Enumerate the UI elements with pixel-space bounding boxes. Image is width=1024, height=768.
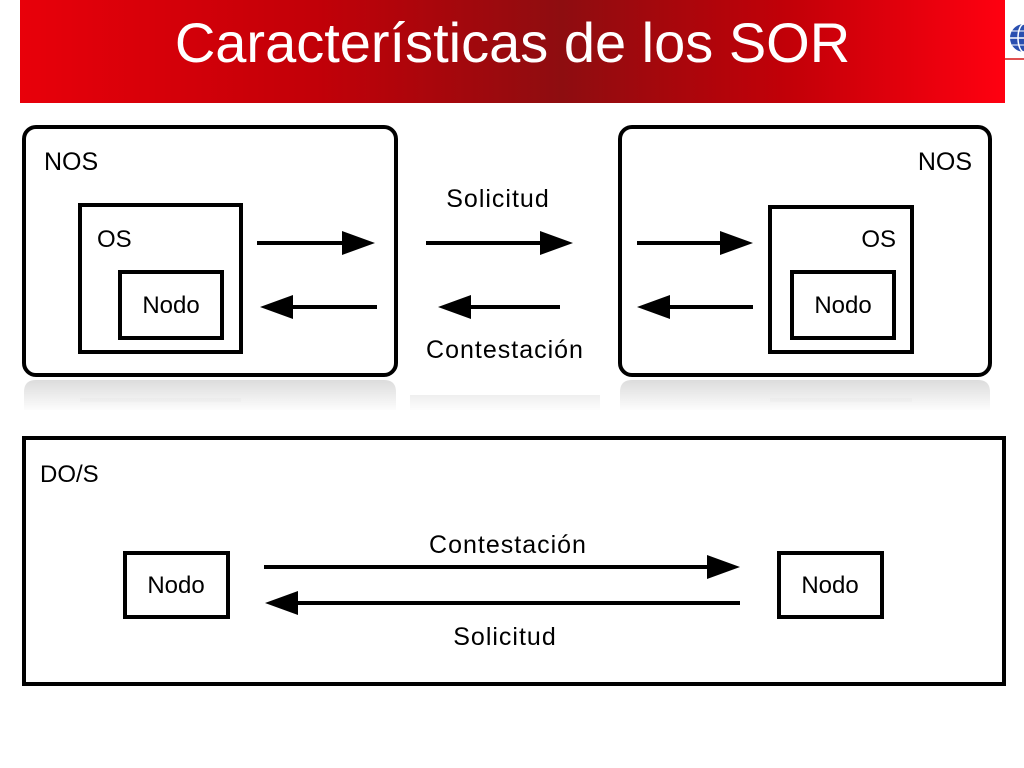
left-nos-label: NOS bbox=[44, 148, 98, 176]
arrowhead-right-icon bbox=[342, 231, 375, 255]
logo-underline bbox=[1005, 58, 1024, 60]
left-node-box bbox=[118, 270, 224, 340]
reflection-fade bbox=[0, 380, 1024, 412]
arrowhead-left-icon bbox=[438, 295, 471, 319]
left-node-label: Nodo bbox=[142, 292, 199, 319]
right-os-label: OS bbox=[861, 226, 896, 253]
dos-top-arrow bbox=[264, 555, 740, 579]
dos-top-arrow-label: Contestación bbox=[429, 531, 587, 559]
slide-title: Características de los SOR bbox=[174, 11, 851, 74]
dos-diagram: DO/S Nodo Nodo Contestación Solicitud bbox=[22, 436, 1006, 686]
dos-right-node-label: Nodo bbox=[801, 572, 858, 599]
arrowhead-right-icon bbox=[707, 555, 740, 579]
left-os-label: OS bbox=[97, 226, 132, 253]
dos-bottom-arrow bbox=[265, 591, 740, 615]
dos-bottom-arrow-label: Solicitud bbox=[453, 623, 557, 651]
arrowhead-left-icon bbox=[260, 295, 293, 319]
arrowhead-left-icon bbox=[637, 295, 670, 319]
dos-label: DO/S bbox=[40, 461, 99, 488]
nos-diagram: NOS OS Nodo NOS OS Nodo Solic bbox=[22, 125, 992, 377]
request-label: Solicitud bbox=[446, 185, 550, 213]
dos-right-node-box bbox=[777, 551, 884, 619]
globe-logo-icon bbox=[1006, 20, 1024, 56]
dos-left-node-box bbox=[123, 551, 230, 619]
response-label: Contestación bbox=[426, 336, 584, 364]
nos-response-arrows bbox=[260, 295, 753, 319]
dos-left-node-label: Nodo bbox=[147, 572, 204, 599]
right-node-label: Nodo bbox=[814, 292, 871, 319]
arrowhead-right-icon bbox=[540, 231, 573, 255]
title-bar: Características de los SOR bbox=[20, 0, 1005, 103]
arrowhead-right-icon bbox=[720, 231, 753, 255]
right-nos-label: NOS bbox=[918, 148, 972, 176]
arrowhead-left-icon bbox=[265, 591, 298, 615]
nos-request-arrows bbox=[257, 231, 753, 255]
right-node-box bbox=[790, 270, 896, 340]
